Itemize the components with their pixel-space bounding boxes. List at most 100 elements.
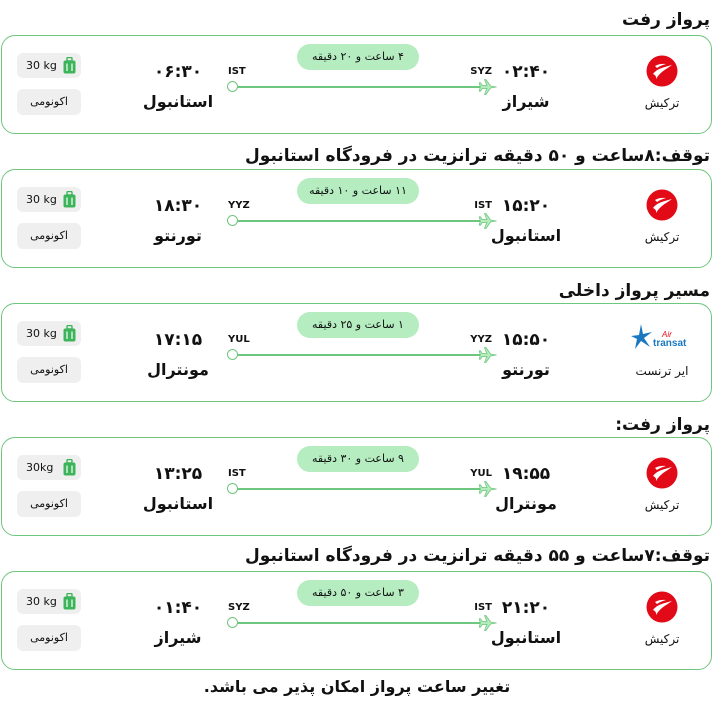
- arrival-airport-code: YYZ: [228, 200, 250, 211]
- turkish-airlines-logo-icon: [627, 590, 697, 624]
- arrival-city: استانبول: [142, 494, 214, 513]
- flight-duration-badge: ۹ ساعت و ۳۰ دقیقه: [297, 446, 419, 472]
- segment-heading: توقف:۷ساعت و ۵۵ دقیقه ترانزیت در فرودگاه…: [245, 546, 710, 566]
- flight-duration-badge: ۱۱ ساعت و ۱۰ دقیقه: [297, 178, 419, 204]
- flight-route: ۹ ساعت و ۳۰ دقیقه IST YUL: [224, 438, 497, 537]
- flight-route: ۴ ساعت و ۲۰ دقیقه IST SYZ: [224, 36, 497, 135]
- route-line: [234, 488, 484, 490]
- baggage-weight: 30 kg: [26, 59, 57, 72]
- luggage-icon: [63, 325, 76, 342]
- airline-name: ترکیش: [644, 96, 680, 110]
- cabin-class: اکونومی: [17, 625, 81, 651]
- departure-city: تورنتو: [502, 360, 550, 379]
- cabin-class: اکونومی: [17, 491, 81, 517]
- airplane-icon: [478, 79, 497, 95]
- turkish-airlines-logo-icon: [627, 188, 697, 222]
- segment-heading: توقف:۸ساعت و ۵۰ دقیقه ترانزیت در فرودگاه…: [245, 146, 710, 166]
- segment-heading: مسیر پرواز داخلی: [558, 281, 710, 301]
- airplane-icon: [478, 615, 497, 631]
- luggage-icon: [63, 459, 76, 476]
- airline-info: ترکیش: [627, 54, 697, 110]
- baggage-weight: 30 kg: [26, 193, 57, 206]
- flight-route: ۱۱ ساعت و ۱۰ دقیقه YYZ IST: [224, 170, 497, 269]
- airline-name: ترکیش: [644, 632, 680, 646]
- baggage-weight: 30 kg: [26, 595, 57, 608]
- route-line: [234, 622, 484, 624]
- departure-time: ۱۵:۵۰: [501, 330, 551, 350]
- baggage-allowance: 30 kg: [17, 53, 81, 78]
- departure-time: ۰۲:۴۰: [501, 62, 551, 82]
- arrival-airport-code: IST: [228, 468, 246, 479]
- arrival-dot-icon: [227, 483, 238, 494]
- arrival-time: ۱۷:۱۵: [153, 330, 203, 350]
- arrival-info: ۰۱:۴۰ شیراز: [128, 598, 228, 647]
- flight-card[interactable]: ترکیش ۱۹:۵۵ مونترال ۹ ساعت و ۳۰ دقیقه IS…: [1, 437, 712, 536]
- segment-heading: پرواز رفت:: [615, 415, 710, 435]
- arrival-dot-icon: [227, 215, 238, 226]
- departure-time: ۱۵:۲۰: [501, 196, 551, 216]
- baggage-allowance: 30 kg: [17, 589, 81, 614]
- flight-duration-badge: ۳ ساعت و ۵۰ دقیقه: [297, 580, 419, 606]
- flight-route: ۱ ساعت و ۲۵ دقیقه YUL YYZ: [224, 304, 497, 403]
- flight-route: ۳ ساعت و ۵۰ دقیقه SYZ IST: [224, 572, 497, 671]
- arrival-dot-icon: [227, 617, 238, 628]
- flight-card[interactable]: ترکیش ۲۱:۲۰ استانبول ۳ ساعت و ۵۰ دقیقه S…: [1, 571, 712, 670]
- arrival-airport-code: YUL: [228, 334, 250, 345]
- arrival-city: تورنتو: [154, 226, 202, 245]
- departure-city: شیراز: [502, 92, 550, 111]
- departure-airport-code: SYZ: [470, 66, 492, 77]
- airline-name: ترکیش: [644, 498, 680, 512]
- baggage-weight: 30 kg: [26, 327, 57, 340]
- flight-card[interactable]: ترکیش ۰۲:۴۰ شیراز ۴ ساعت و ۲۰ دقیقه IST …: [1, 35, 712, 134]
- airline-info: ترکیش: [627, 456, 697, 512]
- departure-airport-code: YUL: [470, 468, 492, 479]
- airline-info: ترکیش: [627, 188, 697, 244]
- baggage-allowance: 30 kg: [17, 187, 81, 212]
- arrival-time: ۰۶:۳۰: [153, 62, 203, 82]
- arrival-info: ۱۸:۳۰ تورنتو: [128, 196, 228, 245]
- arrival-airport-code: IST: [228, 66, 246, 77]
- baggage-weight: 30kg: [26, 461, 54, 474]
- departure-time: ۲۱:۲۰: [501, 598, 551, 618]
- route-line: [234, 354, 484, 356]
- segment-heading: پرواز رفت: [622, 10, 710, 30]
- airline-name: ترکیش: [644, 230, 680, 244]
- arrival-time: ۰۱:۴۰: [153, 598, 203, 618]
- cabin-class: اکونومی: [17, 223, 81, 249]
- departure-airport-code: YYZ: [470, 334, 492, 345]
- cabin-class: اکونومی: [17, 357, 81, 383]
- arrival-time: ۱۸:۳۰: [153, 196, 203, 216]
- flight-card[interactable]: ترکیش ۱۵:۲۰ استانبول ۱۱ ساعت و ۱۰ دقیقه …: [1, 169, 712, 268]
- air-transat-logo-top-text: Air: [661, 330, 672, 339]
- airplane-icon: [478, 213, 497, 229]
- flight-duration-badge: ۱ ساعت و ۲۵ دقیقه: [297, 312, 419, 338]
- air-transat-logo-bottom-text: transat: [653, 338, 687, 349]
- airline-info: ترکیش: [627, 590, 697, 646]
- route-line: [234, 86, 484, 88]
- turkish-airlines-logo-icon: [627, 54, 697, 88]
- arrival-time: ۱۳:۲۵: [153, 464, 203, 484]
- route-line: [234, 220, 484, 222]
- schedule-change-note: تغییر ساعت پرواز امکان پذیر می باشد.: [203, 677, 511, 696]
- arrival-info: ۰۶:۳۰ استانبول: [128, 62, 228, 111]
- flight-duration-badge: ۴ ساعت و ۲۰ دقیقه: [297, 44, 419, 70]
- baggage-allowance: 30kg: [17, 455, 81, 480]
- departure-info: ۲۱:۲۰ استانبول: [481, 598, 571, 647]
- arrival-dot-icon: [227, 349, 238, 360]
- departure-city: مونترال: [495, 494, 557, 513]
- departure-airport-code: IST: [474, 602, 492, 613]
- arrival-city: شیراز: [154, 628, 202, 647]
- departure-info: ۱۵:۲۰ استانبول: [481, 196, 571, 245]
- airplane-icon: [478, 347, 497, 363]
- arrival-airport-code: SYZ: [228, 602, 250, 613]
- arrival-city: استانبول: [142, 92, 214, 111]
- arrival-info: ۱۳:۲۵ استانبول: [128, 464, 228, 513]
- luggage-icon: [63, 57, 76, 74]
- departure-info: ۰۲:۴۰ شیراز: [481, 62, 571, 111]
- departure-city: استانبول: [490, 226, 562, 245]
- cabin-class: اکونومی: [17, 89, 81, 115]
- airplane-icon: [478, 481, 497, 497]
